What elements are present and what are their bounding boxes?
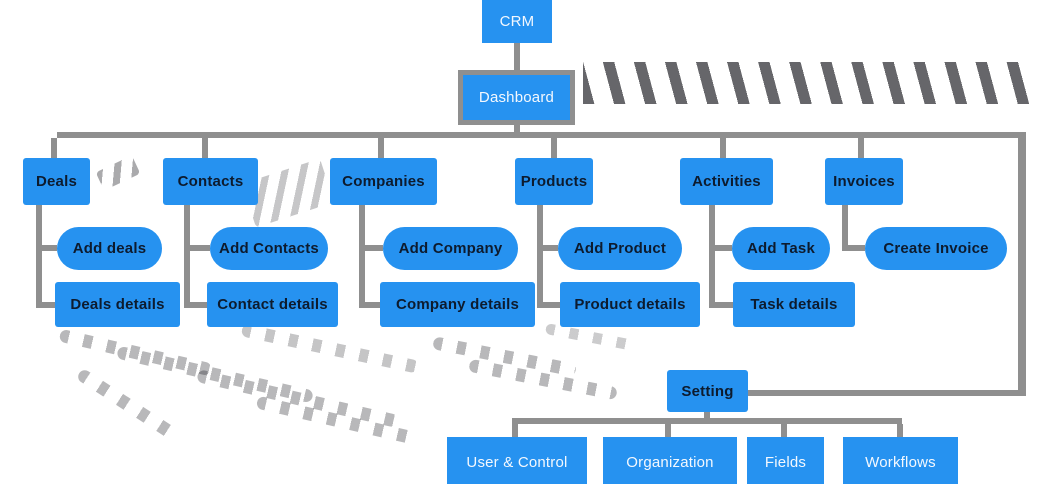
node-product-details[interactable]: Product details: [560, 282, 700, 327]
node-fields[interactable]: Fields: [747, 437, 824, 484]
stub-task-details: [715, 302, 733, 308]
connector-drop-organization: [665, 424, 671, 437]
stub-deals-details: [42, 302, 55, 308]
watermark-streak: [240, 323, 420, 374]
connector-setting-branch: [512, 418, 902, 424]
watermark-streak: [116, 345, 314, 404]
node-setting[interactable]: Setting: [667, 370, 748, 412]
node-user-control[interactable]: User & Control: [447, 437, 587, 484]
node-products[interactable]: Products: [515, 158, 593, 205]
connector-companies-children: [359, 205, 365, 308]
connector-setting-horizontal: [748, 390, 1020, 396]
node-dashboard[interactable]: Dashboard: [458, 70, 575, 125]
node-crm[interactable]: CRM: [482, 0, 552, 43]
watermark-streak: [58, 328, 213, 377]
connector-setting-drop: [704, 412, 710, 420]
node-add-deals[interactable]: Add deals: [57, 227, 162, 270]
node-workflows[interactable]: Workflows: [843, 437, 958, 484]
connector-main-branch: [57, 132, 1024, 138]
watermark-streak: [196, 369, 399, 428]
stub-company-details: [365, 302, 380, 308]
watermark-smudge: [95, 155, 141, 191]
node-create-invoice[interactable]: Create Invoice: [865, 227, 1007, 270]
node-contact-details[interactable]: Contact details: [207, 282, 338, 327]
connector-drop-fields: [781, 424, 787, 437]
connector-drop-user-control: [512, 424, 518, 437]
connector-right-vertical: [1018, 132, 1026, 396]
node-task-details[interactable]: Task details: [733, 282, 855, 327]
connector-crm-dashboard: [514, 43, 520, 70]
watermark-streak: [468, 358, 618, 401]
watermark-streak: [544, 323, 641, 352]
node-company-details[interactable]: Company details: [380, 282, 535, 327]
node-activities[interactable]: Activities: [680, 158, 773, 205]
node-deals[interactable]: Deals: [23, 158, 90, 205]
stub-add-deals: [42, 245, 57, 251]
connector-drop-products: [551, 138, 557, 158]
connector-dashboard-branch: [514, 125, 520, 132]
connector-drop-deals: [51, 138, 57, 158]
connector-drop-contacts: [202, 138, 208, 158]
stub-add-contacts: [190, 245, 210, 251]
stub-add-product: [543, 245, 558, 251]
connector-drop-activities: [720, 138, 726, 158]
watermark-streak: [432, 336, 577, 377]
node-add-task[interactable]: Add Task: [732, 227, 830, 270]
node-add-product[interactable]: Add Product: [558, 227, 682, 270]
node-companies[interactable]: Companies: [330, 158, 437, 205]
stub-product-details: [543, 302, 560, 308]
node-invoices[interactable]: Invoices: [825, 158, 903, 205]
connector-drop-workflows: [897, 424, 903, 437]
connector-drop-companies: [378, 138, 384, 158]
stub-add-company: [365, 245, 383, 251]
connector-contacts-children: [184, 205, 190, 308]
connector-deals-children: [36, 205, 42, 308]
stub-add-task: [715, 245, 732, 251]
connector-drop-invoices: [858, 138, 864, 158]
connector-products-children: [537, 205, 543, 308]
node-deals-details[interactable]: Deals details: [55, 282, 180, 327]
connector-activities-children: [709, 205, 715, 308]
watermark-streak: [75, 367, 180, 442]
stub-create-invoice: [848, 245, 865, 251]
watermark-streak: [255, 395, 420, 446]
node-organization[interactable]: Organization: [603, 437, 737, 484]
watermark-glyph-row: [583, 62, 1035, 104]
connector-invoices-children: [842, 205, 848, 251]
node-add-contacts[interactable]: Add Contacts: [210, 227, 328, 270]
node-contacts[interactable]: Contacts: [163, 158, 258, 205]
stub-contact-details: [190, 302, 207, 308]
node-add-company[interactable]: Add Company: [383, 227, 518, 270]
